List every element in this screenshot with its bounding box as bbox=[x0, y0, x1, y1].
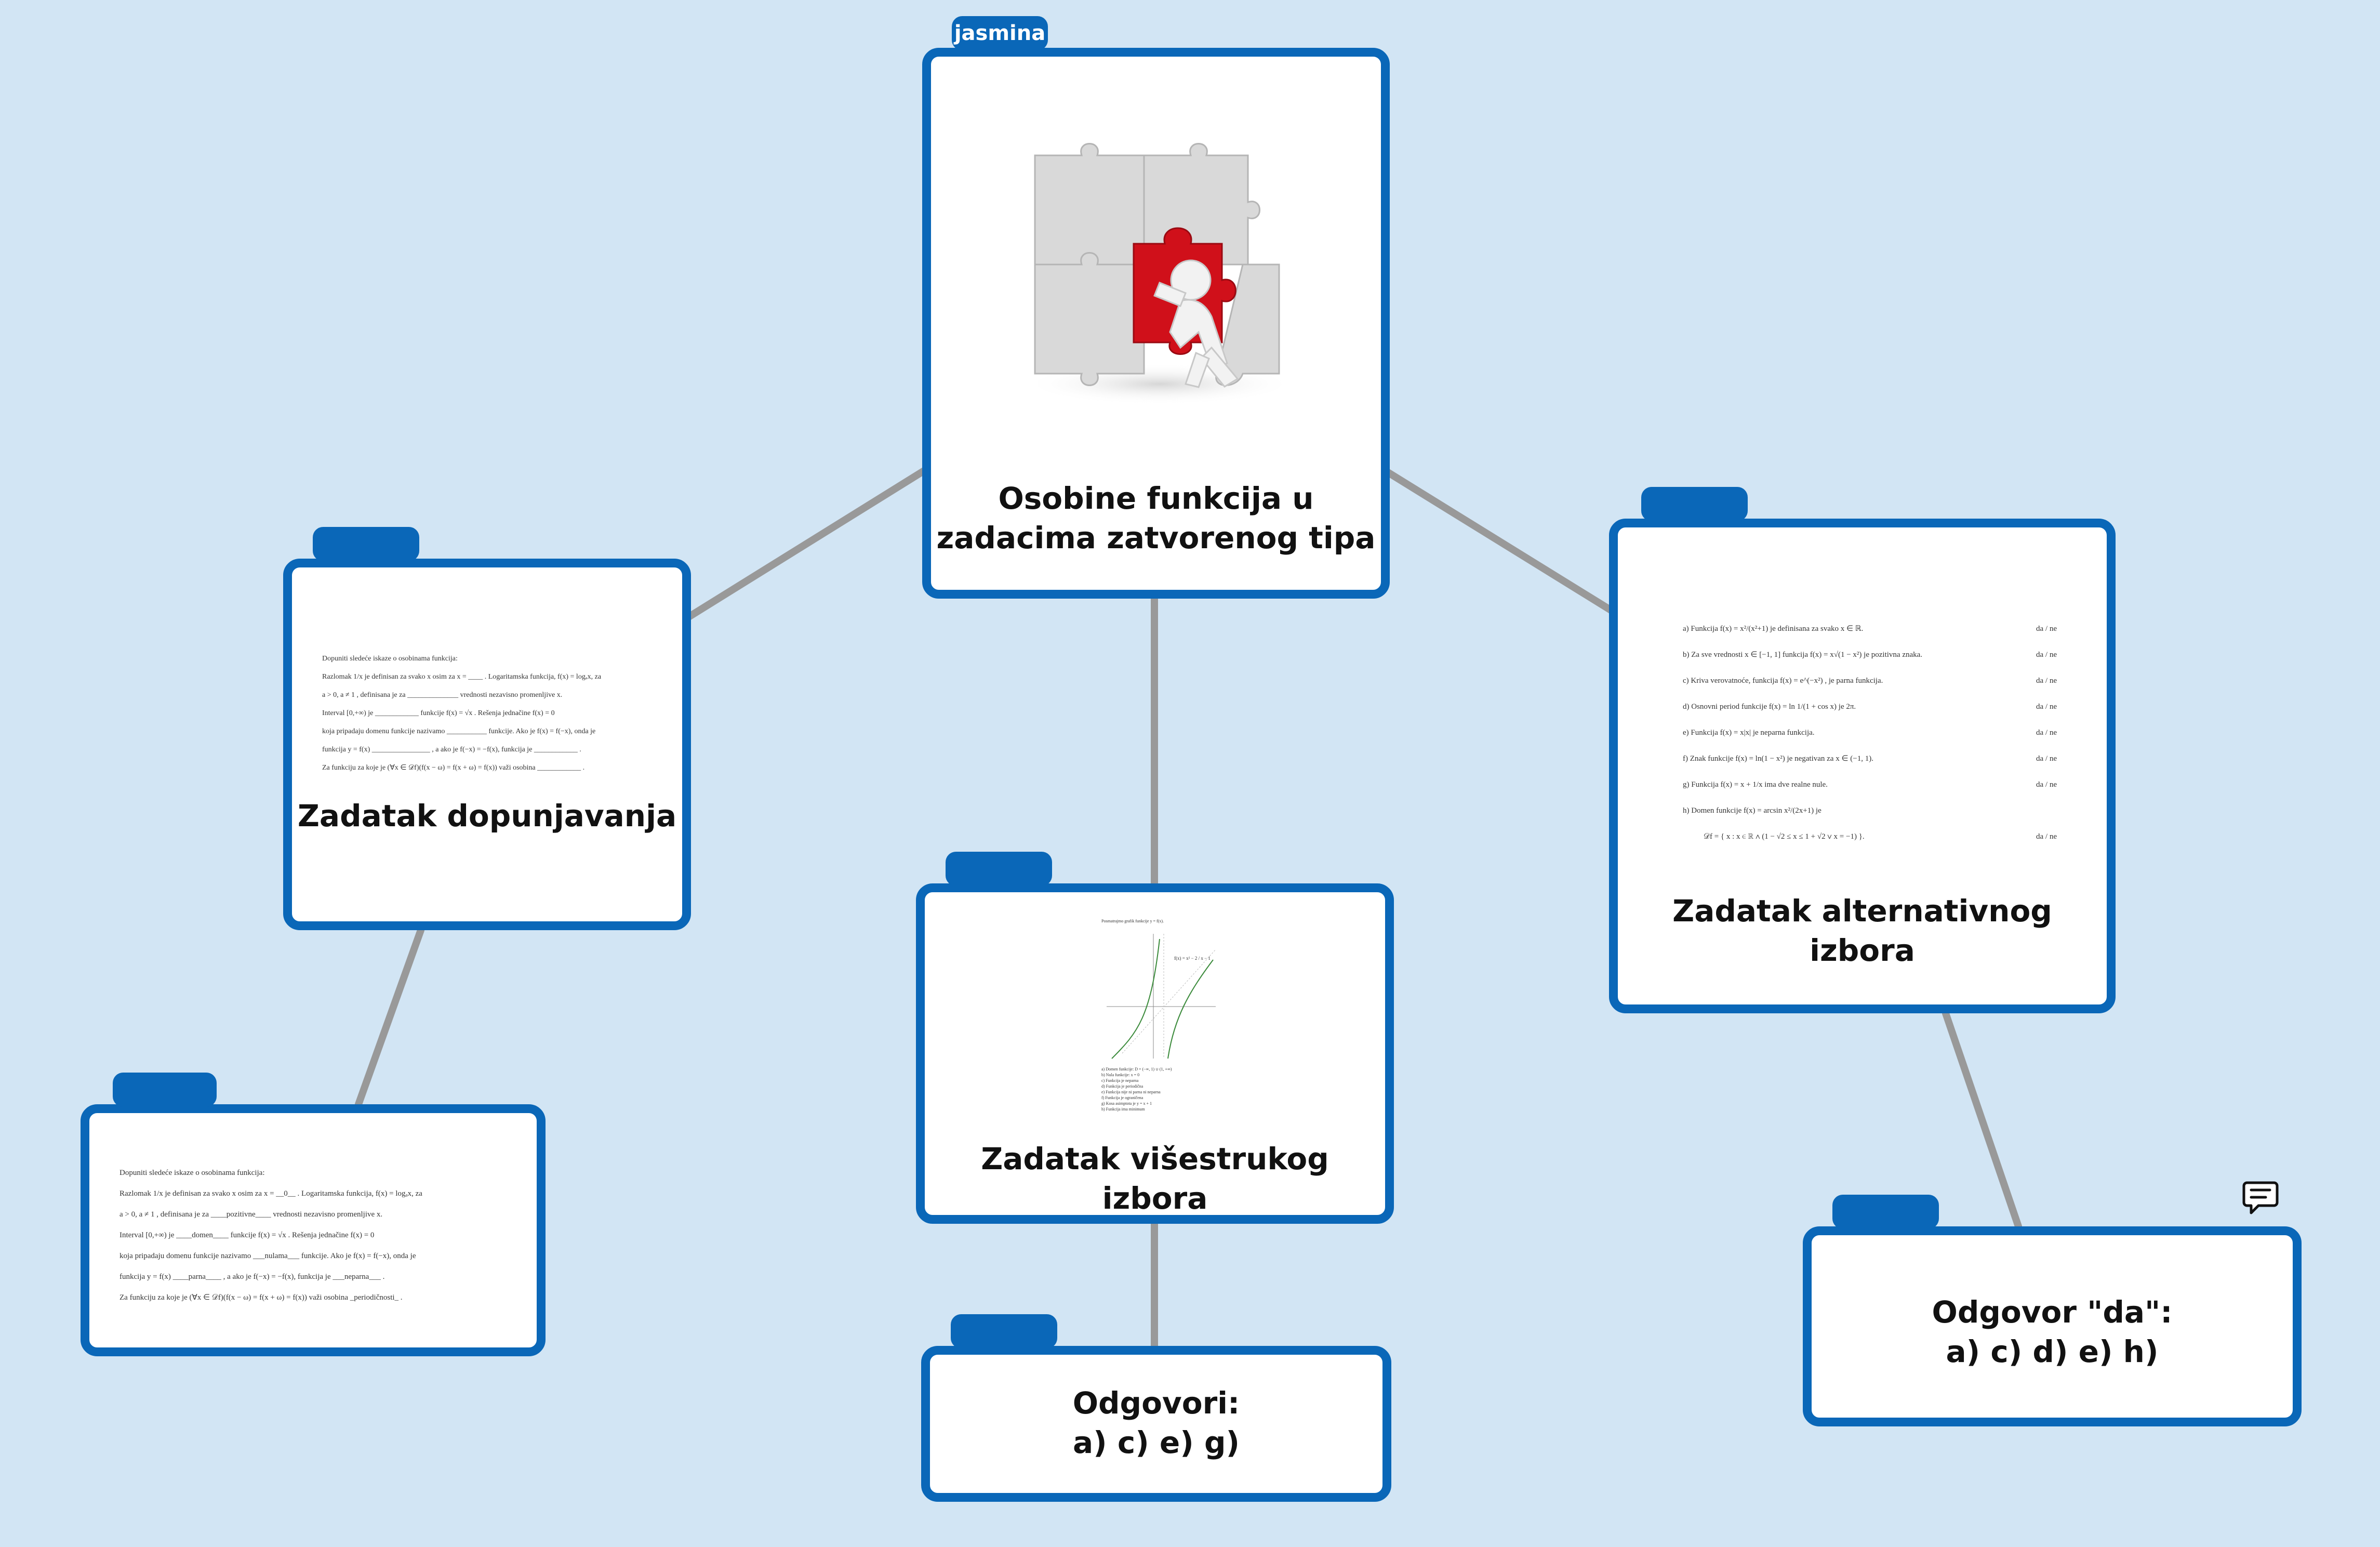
graph-label: f(x) = x² − 2 / x − 1 bbox=[1174, 956, 1211, 961]
alternativnog-node[interactable]: a) Funkcija f(x) = x²/(x²+1) je definisa… bbox=[1609, 487, 2116, 1013]
central-topic-node[interactable]: jasmina bbox=[922, 16, 1390, 599]
connector-central-dopunjavanja bbox=[674, 467, 928, 627]
graph-caption: Posmatrajmo grafik funkcije y = f(x). bbox=[1101, 919, 1164, 923]
mc-options: a) Domen funkcije: D = (−∞, 1) ∪ (1, +∞)… bbox=[1101, 1067, 1172, 1112]
odgovor-da-text: Odgovor "da": a) c) d) e) h) bbox=[1932, 1294, 2173, 1369]
connector-central-alternativnog bbox=[1381, 467, 1619, 617]
alt-item-f: f) Znak funkcije f(x) = ln(1 − x²) je ne… bbox=[1683, 755, 2057, 763]
alternativnog-title: Zadatak alternativnog izbora bbox=[1672, 893, 2052, 968]
odgovori-node[interactable]: Odgovori: a) c) e) g) bbox=[921, 1314, 1391, 1502]
dopunjavanja-title: Zadatak dopunjavanja bbox=[297, 798, 677, 834]
alt-item-b: b) Za sve vrednosti x ∈ [−1, 1] funkcija… bbox=[1683, 651, 2057, 659]
dopunjavanja-answers-node[interactable]: Dopuniti sledeće iskaze o osobinama funk… bbox=[81, 1073, 546, 1356]
alt-item-h-domain: 𝒟f = { x : x ∈ ℝ ∧ (1 − √2 ≤ x ≤ 1 + √2 … bbox=[1704, 832, 2057, 841]
visestrukog-title: Zadatak višestrukog izbora bbox=[981, 1141, 1329, 1216]
alt-item-a: a) Funkcija f(x) = x²/(x²+1) je definisa… bbox=[1683, 625, 2057, 633]
dopunjavanja-document: Dopuniti sledeće iskaze o osobinama funk… bbox=[322, 655, 602, 772]
visestrukog-node[interactable]: Posmatrajmo grafik funkcije y = f(x). f(… bbox=[916, 852, 1394, 1224]
connector-dopunjavanja-answers bbox=[355, 927, 424, 1108]
alt-item-c: c) Kriva verovatnoće, funkcija f(x) = e^… bbox=[1683, 677, 2057, 685]
speech-bubble-icon[interactable] bbox=[2242, 1180, 2279, 1217]
dopunjavanja-node[interactable]: Dopuniti sledeće iskaze o osobinama funk… bbox=[283, 527, 691, 930]
alt-item-d: d) Osnovni period funkcije f(x) = ln 1/(… bbox=[1683, 703, 2057, 711]
node-tab bbox=[1832, 1195, 1939, 1229]
central-title: Osobine funkcija u zadacima zatvorenog t… bbox=[936, 481, 1376, 556]
alternativnog-document: a) Funkcija f(x) = x²/(x²+1) je definisa… bbox=[1683, 616, 2057, 850]
node-tab bbox=[113, 1073, 217, 1107]
odgovori-text: Odgovori: a) c) e) g) bbox=[1072, 1385, 1240, 1460]
node-tab bbox=[1641, 487, 1748, 521]
alt-item-g: g) Funkcija f(x) = x + 1/x ima dve realn… bbox=[1683, 781, 2057, 789]
alt-item-h: h) Domen funkcije f(x) = arcsin x²/(2x+1… bbox=[1683, 806, 1821, 815]
alt-item-e: e) Funkcija f(x) = x|x| je neparna funkc… bbox=[1683, 729, 2057, 737]
odgovor-da-node[interactable]: Odgovor "da": a) c) d) e) h) bbox=[1803, 1195, 2302, 1426]
node-tab bbox=[313, 527, 419, 561]
connector-alternativnog-odgovor bbox=[1942, 1010, 2022, 1230]
graph-thumbnail: Posmatrajmo grafik funkcije y = f(x). f(… bbox=[1101, 918, 1221, 1112]
puzzle-figure-icon bbox=[1014, 124, 1305, 415]
node-tab bbox=[946, 852, 1052, 886]
dopunjavanja-answers-document: Dopuniti sledeće iskaze o osobinama funk… bbox=[119, 1169, 422, 1302]
author-tab: jasmina bbox=[952, 16, 1048, 50]
node-tab bbox=[951, 1314, 1057, 1348]
